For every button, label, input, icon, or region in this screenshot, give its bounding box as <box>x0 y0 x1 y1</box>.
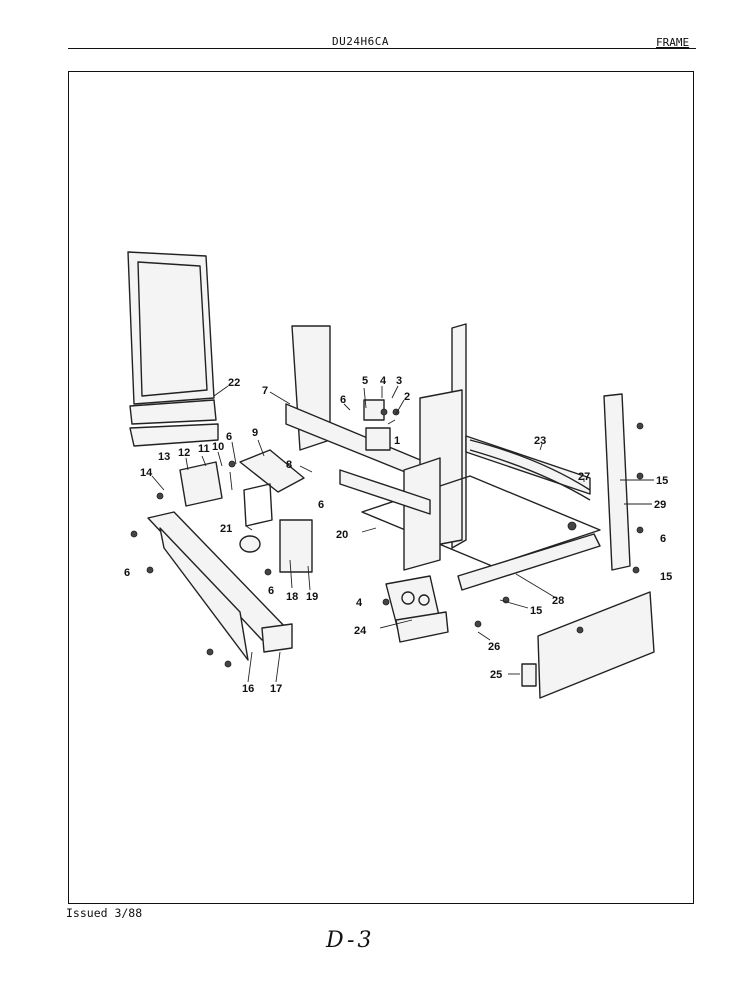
diagram-frame <box>68 71 694 904</box>
callout-21: 21 <box>220 523 232 535</box>
callout-19: 19 <box>306 591 318 603</box>
part-16-17-rail <box>147 511 293 661</box>
leader-lines <box>151 385 654 683</box>
callout-27: 27 <box>578 471 590 483</box>
callout-15-c: 15 <box>530 605 542 617</box>
screws <box>130 422 644 668</box>
main-frame <box>285 323 601 571</box>
callout-24: 24 <box>354 625 367 637</box>
callout-15-b: 15 <box>660 571 672 583</box>
callout-5: 5 <box>362 375 368 387</box>
part-29-strip <box>603 393 631 571</box>
callout-6-c: 6 <box>318 499 324 511</box>
section-title: FRAME <box>656 36 690 49</box>
callout-6-a: 6 <box>340 394 346 406</box>
part-1-5-bracket <box>363 399 400 451</box>
part-25-plate <box>537 591 655 699</box>
callout-18: 18 <box>286 591 298 603</box>
callout-9: 9 <box>252 427 258 439</box>
callout-13: 13 <box>158 451 170 463</box>
callout-23: 23 <box>534 435 546 447</box>
callout-labels: 1 2 3 4 5 6 7 8 9 10 11 12 13 14 15 15 1… <box>124 375 672 695</box>
callout-15-a: 15 <box>656 475 668 487</box>
callout-4-b: 4 <box>356 597 363 609</box>
callout-26: 26 <box>488 641 500 653</box>
callout-29: 29 <box>654 499 666 511</box>
page-number: D-3 <box>326 928 375 953</box>
callout-7: 7 <box>262 385 268 397</box>
model-number: DU24H6CA <box>332 35 389 48</box>
callout-6-f: 6 <box>660 533 666 545</box>
callout-12: 12 <box>178 447 190 459</box>
callout-8: 8 <box>286 459 292 471</box>
part-23-rail <box>469 439 591 491</box>
callout-14: 14 <box>140 467 153 479</box>
callout-6-d: 6 <box>124 567 130 579</box>
callout-22: 22 <box>228 377 240 389</box>
part-28-rail <box>457 533 601 591</box>
callout-11: 11 <box>198 443 210 455</box>
callout-6-e: 6 <box>268 585 274 597</box>
callout-2: 2 <box>404 391 410 403</box>
header-rule <box>68 48 696 49</box>
part-24-bracket <box>385 575 449 643</box>
callout-1: 1 <box>394 435 400 447</box>
part-22-panel <box>127 251 219 447</box>
callout-25: 25 <box>490 669 502 681</box>
callout-4: 4 <box>380 375 387 387</box>
part-9-13-assembly <box>179 449 313 573</box>
callout-17: 17 <box>270 683 282 695</box>
callout-6-b: 6 <box>226 431 232 443</box>
callout-10: 10 <box>212 441 224 453</box>
callout-16: 16 <box>242 683 254 695</box>
issued-date: Issued 3/88 <box>66 906 143 920</box>
callout-28: 28 <box>552 595 564 607</box>
callout-3: 3 <box>396 375 402 387</box>
callout-20: 20 <box>336 529 348 541</box>
